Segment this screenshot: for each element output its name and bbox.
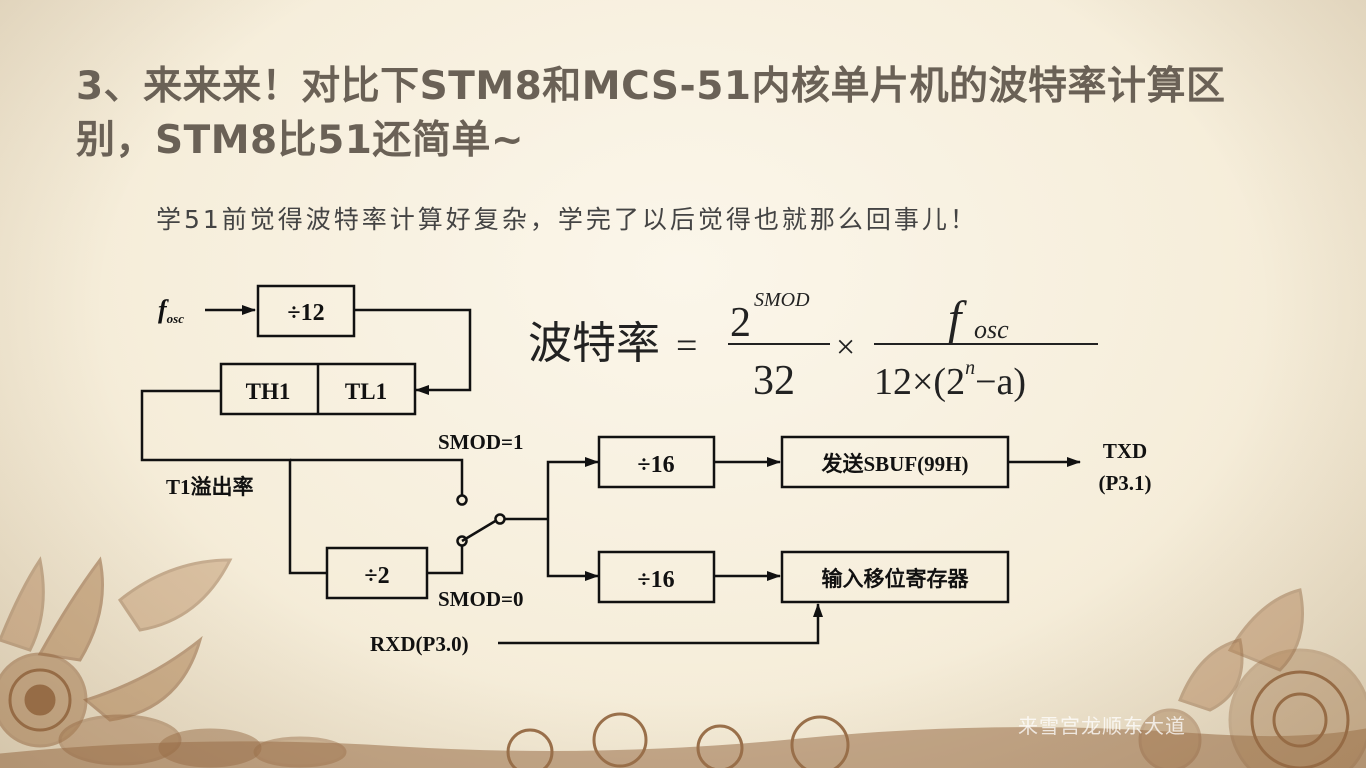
smod0-label: SMOD=0 <box>438 587 523 611</box>
formula-lhs: 波特率 <box>528 318 660 369</box>
slide-subtitle: 学51前觉得波特率计算好复杂，学完了以后觉得也就那么回事儿！ <box>156 205 978 234</box>
formula-num1-base: 2 <box>730 300 751 346</box>
smod-switch-lever <box>461 518 498 543</box>
input-shift-box <box>780 550 1010 604</box>
t1-overflow-label: T1溢出率 <box>166 475 254 499</box>
to-div16-bottom-arrow <box>546 519 599 581</box>
th1-label: TH1 <box>246 379 291 404</box>
slide-title: 3、来来来！对比下STM8和MCS-51内核单片机的波特率计算区别，STM8比5… <box>76 64 1226 163</box>
txd-label: TXD <box>1103 439 1147 463</box>
txd-pin-label: (P3.1) <box>1098 471 1151 495</box>
switch-pivot <box>494 513 506 525</box>
smod1-contact <box>456 494 468 506</box>
div2-label: ÷2 <box>364 563 389 589</box>
formula-equals: = <box>676 325 697 367</box>
formula-num2-sub: osc <box>974 315 1009 344</box>
div12-to-tl1-arrow <box>354 308 472 395</box>
smod1-label: SMOD=1 <box>438 430 523 454</box>
fosc-label: fosc <box>158 295 184 326</box>
tl1-label: TL1 <box>345 379 387 404</box>
formula-num2-f: f <box>948 292 967 345</box>
baud-rate-formula: 波特率 = 2 SMOD 32 × f osc 12×(2n−a) <box>528 289 1098 404</box>
rxd-label: RXD(P3.0) <box>370 632 469 656</box>
div16-bottom-label: ÷16 <box>637 567 674 593</box>
formula-den1: 32 <box>753 358 795 404</box>
to-div16-top-arrow <box>546 457 599 519</box>
watermark: 来雪宫龙顺东大道 <box>1018 714 1186 738</box>
t1-overflow-line <box>140 389 326 575</box>
formula-num1-exp: SMOD <box>754 289 810 311</box>
rxd-arrow <box>498 603 823 645</box>
formula-times: × <box>836 329 855 366</box>
div2-out-line <box>427 545 464 575</box>
div12-label: ÷12 <box>287 300 324 326</box>
send-sbuf-label: 发送SBUF(99H) <box>821 452 969 476</box>
input-shift-label: 输入移位寄存器 <box>822 567 970 591</box>
smod1-line <box>290 458 464 496</box>
div16-top-label: ÷16 <box>637 452 674 478</box>
formula-den2: 12×(2n−a) <box>874 357 1026 403</box>
